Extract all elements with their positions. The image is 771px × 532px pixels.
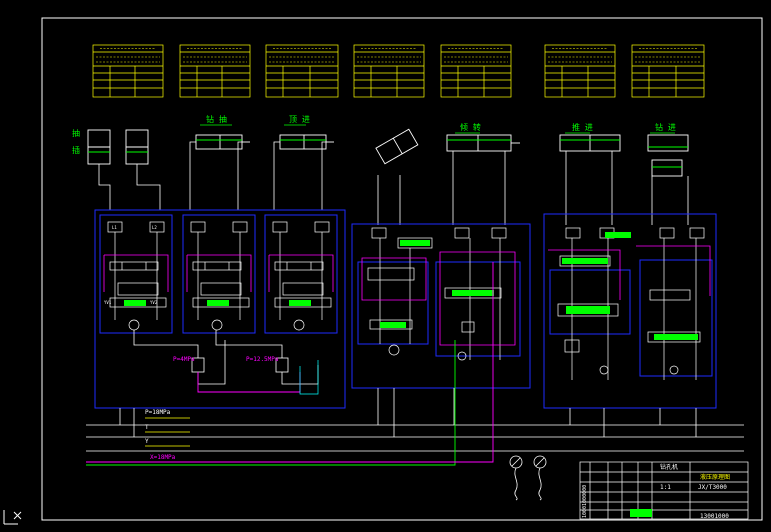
line-labels: P=18MPa T Y X=18MPa: [145, 409, 176, 461]
x-line-green: [86, 340, 456, 466]
circuit-labels: 抽 插 钻 抽 顶 进 倾 转 推 进 钻 进: [72, 114, 676, 155]
ucs-axis-icon: [3, 510, 22, 525]
svg-text:YV2: YV2: [150, 300, 158, 305]
label-zuanchou: 钻 抽: [206, 114, 227, 124]
drawing-title: 液压原理图: [700, 473, 730, 481]
valve-group-3: [543, 213, 717, 409]
scale: 1:1: [660, 484, 671, 491]
spec-table: [440, 44, 512, 98]
label-chou: 抽: [72, 128, 80, 138]
spec-table: [544, 44, 616, 98]
p-line-label: P=18MPa: [145, 409, 171, 416]
valve-stack: [548, 227, 711, 380]
project-name: 钻孔机: [660, 463, 678, 471]
drawing-border: [41, 17, 763, 521]
pressure-regulators: [133, 330, 319, 385]
spec-table: [631, 44, 705, 98]
valve-group-1: [94, 209, 346, 409]
spec-table: [353, 44, 425, 98]
valve-stack: [361, 227, 516, 361]
sheet-number: 13001000: [700, 513, 729, 520]
cylinder: [559, 134, 621, 152]
title-block-text: 钻孔机 液压原理图 1:1 JX/T3000 13001000 10001000…: [582, 463, 730, 520]
cylinder-lines: [98, 141, 689, 225]
svg-text:L1: L1: [112, 225, 117, 230]
title-block: [579, 461, 749, 520]
pressure-label-4mpa: P=4MPa: [173, 356, 195, 363]
cylinders: [87, 128, 689, 177]
valve-group-2: [351, 223, 531, 389]
valve-stack: [186, 221, 252, 331]
cylinder: [375, 128, 419, 165]
valve-stack: L1 L2 YV1 YV2: [103, 221, 169, 331]
label-qingzhuan: 倾 转: [460, 122, 481, 132]
spec-table-marks: [96, 48, 701, 63]
spec-table: [179, 44, 251, 98]
spec-table: [92, 44, 164, 98]
spec-table: [265, 44, 339, 98]
svg-text:YV1: YV1: [104, 300, 112, 305]
pressure-gauges: [509, 455, 547, 501]
left-strip-text: 10001000000: [582, 485, 588, 518]
cylinder: [446, 134, 520, 152]
drawing-number: JX/T3000: [698, 484, 727, 491]
cylinder: [647, 134, 689, 177]
valve-groups: [94, 209, 717, 409]
cylinder: [87, 129, 149, 165]
pressure-label-12-5mpa: P=12.5MPa: [246, 356, 279, 363]
main-pipelines: [86, 388, 744, 452]
return-line-cyan: [299, 360, 319, 395]
valve-stack: [268, 221, 334, 331]
title-block-mark: [630, 509, 652, 517]
label-tuijin: 推 进: [572, 122, 593, 132]
svg-text:L2: L2: [152, 225, 157, 230]
y-line-label: Y: [145, 438, 149, 445]
cylinder-green-bars: [88, 139, 688, 168]
label-underlines: [200, 124, 675, 134]
label-dingjin: 顶 进: [289, 115, 310, 124]
x-line-label: X=18MPa: [150, 454, 176, 461]
t-line-label: T: [145, 424, 149, 431]
flow-arrows: [145, 417, 190, 447]
label-zuanjin: 钻 进: [655, 122, 676, 132]
spec-tables: [92, 44, 705, 98]
label-cha: 插: [72, 145, 80, 155]
